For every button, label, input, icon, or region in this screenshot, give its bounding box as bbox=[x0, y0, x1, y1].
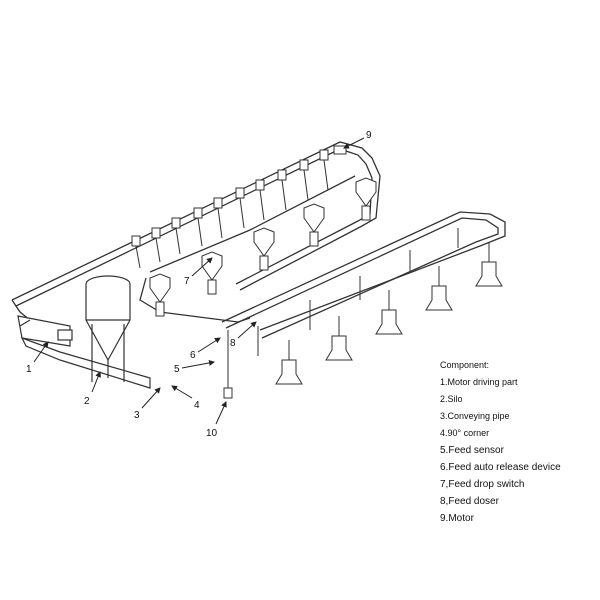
legend-item: 6.Feed auto release device bbox=[440, 462, 561, 473]
silo bbox=[85, 275, 131, 382]
feed-sensor-pipe bbox=[223, 330, 233, 399]
callout-2: 2 bbox=[84, 396, 90, 407]
legend-item: 8,Feed doser bbox=[440, 496, 499, 507]
callout-7: 7 bbox=[184, 276, 190, 287]
callout-8: 8 bbox=[230, 338, 236, 349]
legend-item: 1.Motor driving part bbox=[440, 377, 518, 387]
callout-10: 10 bbox=[206, 428, 218, 439]
callout-6: 6 bbox=[190, 350, 196, 361]
left-loop-feeders bbox=[131, 149, 329, 269]
callout-3: 3 bbox=[134, 410, 140, 421]
legend-item: 7,Feed drop switch bbox=[440, 479, 525, 490]
callout-leaders bbox=[33, 137, 365, 425]
legend-item: 2.Silo bbox=[440, 394, 463, 404]
callout-5: 5 bbox=[174, 364, 180, 375]
callout-labels: 1 2 3 4 5 6 7 8 9 10 bbox=[26, 130, 372, 439]
callout-1: 1 bbox=[26, 364, 32, 375]
legend-item: 5.Feed sensor bbox=[440, 445, 504, 456]
callout-9: 9 bbox=[366, 130, 372, 141]
motor bbox=[333, 145, 347, 155]
legend-item: 3.Conveying pipe bbox=[440, 411, 510, 421]
legend-item: 4.90° corner bbox=[440, 428, 490, 438]
callout-4: 4 bbox=[194, 400, 200, 411]
legend-item: 9.Motor bbox=[440, 513, 474, 524]
hopper-feeders bbox=[149, 177, 377, 317]
legend-title: Component: bbox=[440, 360, 490, 370]
right-loop-feeders bbox=[257, 228, 503, 385]
component-legend: Component: 1.Motor driving part 2.Silo 3… bbox=[440, 360, 596, 527]
motor-driving-part bbox=[17, 315, 151, 389]
